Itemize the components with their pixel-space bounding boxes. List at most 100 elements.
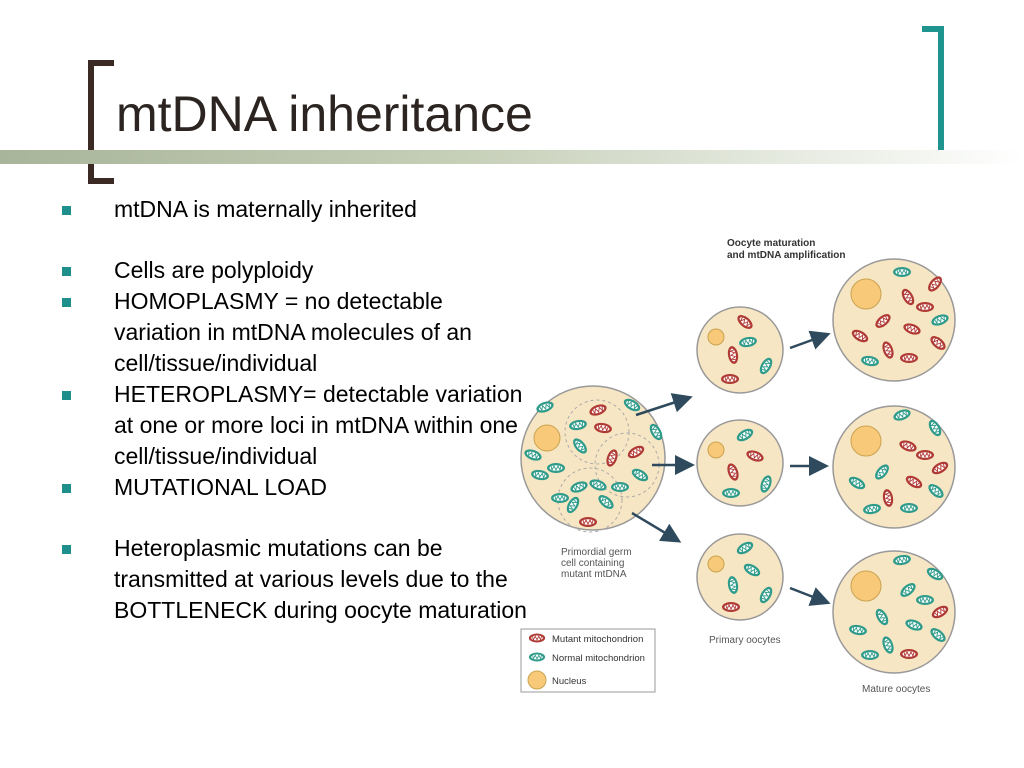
mature-oocyte-2 bbox=[832, 405, 956, 529]
normal-mitochondrion bbox=[882, 636, 894, 654]
bullet-item: mtDNA is maternally inherited bbox=[62, 194, 532, 225]
normal-mitochondrion bbox=[611, 482, 629, 492]
bullet-text: Cells are polyploidy bbox=[114, 257, 314, 283]
normal-mitochondrion bbox=[631, 468, 649, 482]
normal-mitochondrion bbox=[875, 464, 889, 480]
mutant-mitochondrion bbox=[722, 602, 740, 612]
slide-title: mtDNA inheritance bbox=[116, 86, 533, 142]
bullet-item: Cells are polyploidy bbox=[62, 255, 532, 286]
bullet-item: MUTATIONAL LOAD bbox=[62, 472, 532, 503]
mutant-mitochondrion bbox=[627, 445, 645, 459]
bullet-text: HETEROPLASMY= detectable variation at on… bbox=[114, 381, 523, 469]
normal-mitochondrion bbox=[531, 469, 549, 481]
normal-mitochondrion bbox=[926, 567, 944, 581]
figure-legend: Mutant mitochondrion Normal mitochondrio… bbox=[520, 628, 656, 693]
title-left-bracket bbox=[88, 60, 114, 184]
normal-mitochondrion bbox=[875, 608, 889, 626]
legend-mutant-label: Mutant mitochondrion bbox=[552, 634, 643, 645]
nucleus-icon bbox=[527, 670, 547, 690]
bullet-text: HOMOPLASMY = no detectable variation in … bbox=[114, 288, 472, 376]
bullet-marker bbox=[62, 484, 71, 493]
primary-oocytes-label: Primary oocytes bbox=[709, 635, 781, 646]
mutant-mitochondrion bbox=[916, 302, 934, 312]
normal-mitochondrion bbox=[928, 419, 942, 437]
mutant-mitochondrion bbox=[528, 633, 546, 643]
normal-mitochondrion bbox=[931, 314, 949, 326]
bullet-text: mtDNA is maternally inherited bbox=[114, 196, 417, 222]
normal-mitochondrion bbox=[528, 652, 546, 662]
mutant-mitochondrion bbox=[737, 315, 753, 329]
normal-mitochondrion bbox=[566, 496, 580, 514]
normal-mitochondrion bbox=[861, 650, 879, 660]
bullet-marker bbox=[62, 267, 71, 276]
normal-mitochondrion bbox=[743, 563, 761, 577]
mature-oocytes-label: Mature oocytes bbox=[862, 684, 930, 695]
normal-mitochondrion bbox=[848, 476, 866, 490]
figure-heading-2: and mtDNA amplification bbox=[727, 250, 846, 261]
mutant-mitochondrion bbox=[899, 440, 917, 452]
normal-mitochondrion bbox=[916, 595, 934, 605]
figure-heading-1: Oocyte maturation bbox=[727, 238, 815, 249]
normal-mitochondrion bbox=[589, 479, 607, 491]
bullet-marker bbox=[62, 391, 71, 400]
normal-mitochondrion bbox=[760, 475, 772, 493]
bullet-marker bbox=[62, 298, 71, 307]
normal-mitochondrion-icon bbox=[528, 652, 546, 662]
legend-nucleus-label: Nucleus bbox=[552, 676, 587, 687]
mature-oocyte-1 bbox=[832, 258, 956, 382]
normal-mitochondrion bbox=[570, 481, 588, 493]
mutant-mitochondrion bbox=[851, 329, 869, 343]
normal-mitochondrion bbox=[727, 576, 739, 594]
normal-mitochondrion bbox=[900, 503, 918, 513]
normal-mitochondrion bbox=[893, 267, 911, 277]
mutant-mitochondrion bbox=[900, 649, 918, 659]
title-underline-bar bbox=[0, 150, 1024, 164]
normal-mitochondrion bbox=[928, 484, 944, 498]
mitochondria bbox=[524, 267, 949, 660]
normal-mitochondrion bbox=[623, 398, 641, 412]
mutant-mitochondrion bbox=[930, 336, 946, 350]
mutant-mitochondrion bbox=[875, 314, 891, 328]
mutant-mitochondrion bbox=[727, 346, 739, 364]
bullet-text: Heteroplasmic mutations can be transmitt… bbox=[114, 535, 527, 623]
mutant-mitochondrion bbox=[606, 449, 618, 467]
arrow bbox=[635, 393, 693, 417]
bullet-list: mtDNA is maternally inherited Cells are … bbox=[62, 194, 532, 626]
mutant-mitochondrion bbox=[905, 475, 923, 489]
arrow bbox=[789, 586, 831, 606]
normal-mitochondrion bbox=[849, 624, 867, 636]
normal-mitochondrion bbox=[759, 586, 773, 604]
normal-mitochondrion bbox=[598, 495, 614, 509]
normal-mitochondrion bbox=[905, 619, 923, 631]
mutant-mitochondrion bbox=[928, 276, 942, 292]
arrow bbox=[789, 330, 831, 350]
mutant-mitochondrion bbox=[900, 353, 918, 363]
mutant-mitochondrion bbox=[903, 323, 921, 335]
mutant-mitochondrion bbox=[882, 341, 894, 359]
normal-mitochondrion bbox=[736, 541, 754, 555]
mutant-mitochondrion bbox=[727, 463, 739, 481]
mutant-mitochondrion bbox=[746, 450, 764, 462]
normal-mitochondrion bbox=[736, 428, 754, 442]
arrow bbox=[631, 511, 682, 543]
normal-mitochondrion bbox=[722, 488, 740, 498]
normal-mitochondrion bbox=[649, 423, 663, 441]
mutant-mitochondrion bbox=[931, 461, 949, 475]
normal-mitochondrion bbox=[547, 463, 565, 473]
normal-mitochondrion bbox=[573, 438, 587, 454]
normal-mitochondrion bbox=[739, 336, 757, 348]
bullet-text: MUTATIONAL LOAD bbox=[114, 474, 327, 500]
normal-mitochondrion bbox=[893, 409, 911, 421]
mutant-mitochondrion bbox=[721, 374, 739, 384]
bullet-item: Heteroplasmic mutations can be transmitt… bbox=[62, 533, 532, 626]
mutant-mitochondrion bbox=[901, 288, 915, 306]
mutant-mitochondrion bbox=[931, 605, 949, 619]
primordial-label-2: cell containing bbox=[561, 558, 624, 569]
normal-mitochondrion bbox=[551, 493, 569, 503]
primordial-label-1: Primordial germ bbox=[561, 547, 632, 558]
mature-oocyte-3 bbox=[832, 550, 956, 674]
normal-mitochondrion bbox=[861, 355, 879, 367]
bullet-marker bbox=[62, 545, 71, 554]
normal-mitochondrion bbox=[863, 503, 881, 515]
